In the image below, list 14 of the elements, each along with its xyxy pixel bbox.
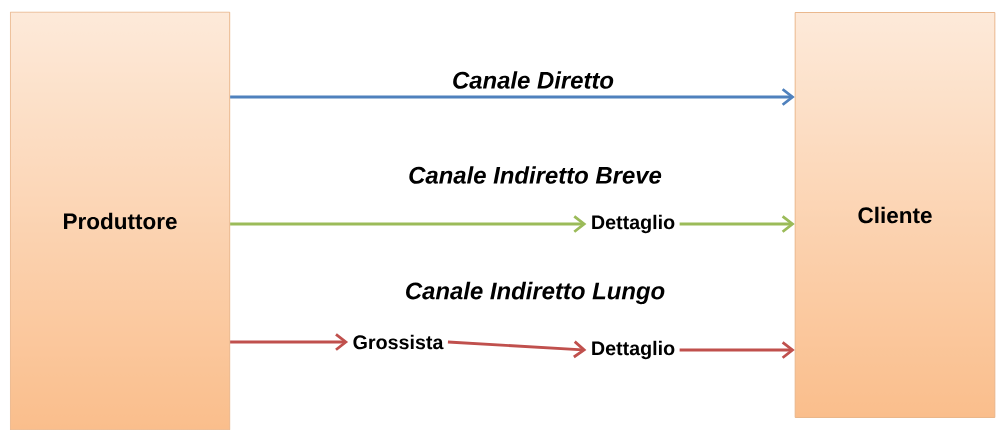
arrow <box>230 215 587 233</box>
channel-heading: Canale Indiretto Breve <box>409 166 662 184</box>
edge-label: Canale Diretto <box>453 71 614 89</box>
node-text: Dettaglio <box>592 340 675 360</box>
process-box: Cliente <box>794 12 996 418</box>
channel-heading: Canale Indiretto Lungo <box>406 281 665 305</box>
arrow <box>447 340 587 359</box>
arrow <box>679 215 795 233</box>
arrow <box>230 88 795 106</box>
arrow <box>230 333 349 351</box>
arrow <box>679 341 795 359</box>
node-text: Grossista <box>353 334 444 350</box>
node-text: Dettaglio <box>592 214 675 234</box>
process-box: Produttore <box>9 11 231 430</box>
